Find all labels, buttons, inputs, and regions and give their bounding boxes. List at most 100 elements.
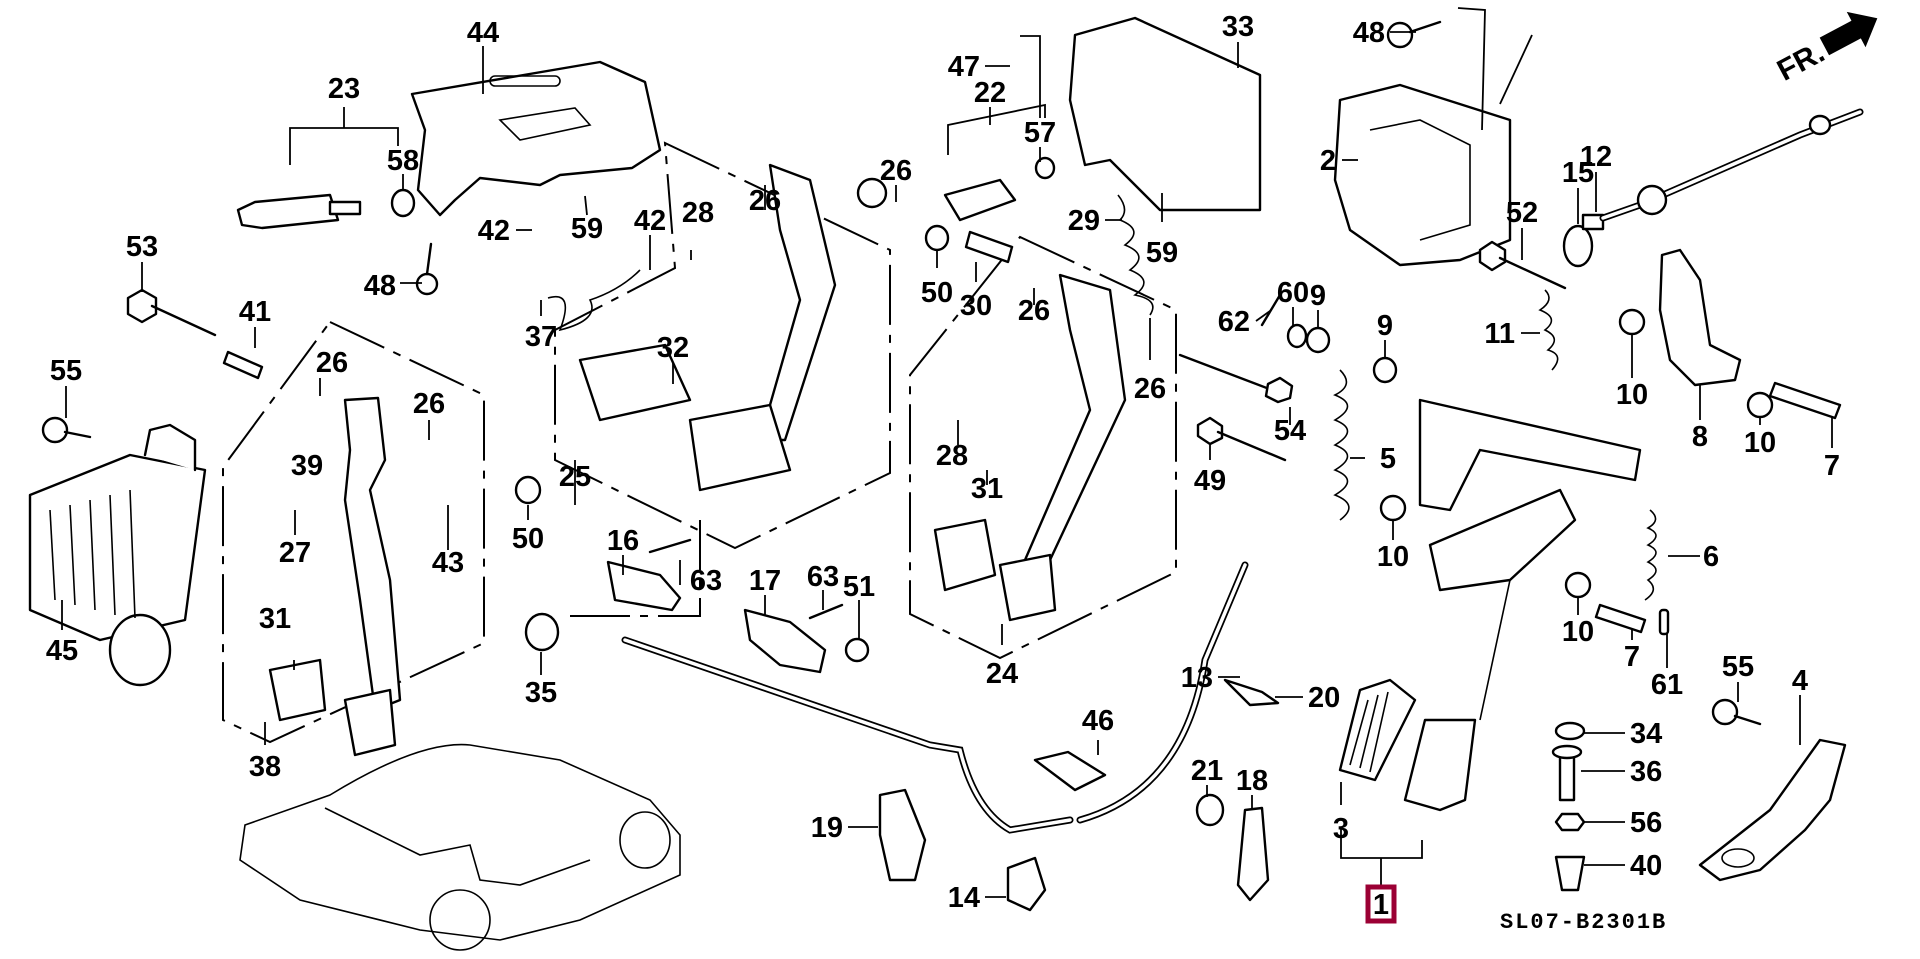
callout-15[interactable]: 15 (1562, 157, 1594, 189)
callout-26[interactable]: 26 (749, 185, 781, 217)
part-45-pad[interactable] (28, 423, 207, 687)
callout-22[interactable]: 22 (974, 77, 1006, 109)
callout-41[interactable]: 41 (239, 296, 271, 328)
callout-10[interactable]: 10 (1744, 427, 1776, 459)
callout-25[interactable]: 25 (559, 461, 591, 493)
callout-1-highlighted[interactable]: 1 (1365, 884, 1397, 924)
part-shift-cable[interactable] (621, 636, 1074, 834)
part-40-stopper[interactable] (1554, 855, 1586, 892)
part-48-bolt-left[interactable] (415, 242, 439, 296)
callout-61[interactable]: 61 (1651, 669, 1683, 701)
part-44-bracket[interactable] (410, 60, 662, 217)
callout-30[interactable]: 30 (960, 290, 992, 322)
part-24-pedal[interactable] (933, 273, 1127, 622)
part-55-bolt-left[interactable] (41, 416, 92, 444)
callout-18[interactable]: 18 (1236, 765, 1268, 797)
callout-26[interactable]: 26 (1134, 373, 1166, 405)
callout-44[interactable]: 44 (467, 17, 499, 49)
part-3-pedal-pad[interactable] (1338, 678, 1417, 782)
part-10-bushing-a[interactable] (1618, 308, 1646, 336)
callout-2[interactable]: 2 (1320, 145, 1336, 177)
callout-13[interactable]: 13 (1181, 662, 1213, 694)
callout-21[interactable]: 21 (1191, 755, 1223, 787)
callout-57[interactable]: 57 (1024, 117, 1056, 149)
part-50-collar-a[interactable] (514, 475, 542, 505)
part-21-grommet[interactable] (1195, 793, 1225, 827)
part-15-seal[interactable] (1562, 224, 1594, 268)
callout-5[interactable]: 5 (1380, 443, 1396, 475)
part-60-washer[interactable] (1286, 323, 1308, 349)
callout-40[interactable]: 40 (1630, 850, 1662, 882)
callout-46[interactable]: 46 (1082, 705, 1114, 737)
callout-47[interactable]: 47 (948, 51, 980, 83)
callout-28[interactable]: 28 (936, 440, 968, 472)
part-52-bolt[interactable] (1478, 240, 1567, 290)
callout-58[interactable]: 58 (387, 145, 419, 177)
part-55-bolt-right[interactable] (1711, 698, 1762, 726)
part-56-nut[interactable] (1554, 812, 1586, 832)
callout-59[interactable]: 59 (1146, 237, 1178, 269)
callout-23[interactable]: 23 (328, 73, 360, 105)
part-7-pin-a[interactable] (1768, 381, 1842, 420)
callout-16[interactable]: 16 (607, 525, 639, 557)
callout-43[interactable]: 43 (432, 547, 464, 579)
callout-51[interactable]: 51 (843, 571, 875, 603)
callout-45[interactable]: 45 (46, 635, 78, 667)
callout-27[interactable]: 27 (279, 537, 311, 569)
callout-26[interactable]: 26 (880, 155, 912, 187)
callout-26[interactable]: 26 (1018, 295, 1050, 327)
part-8-lever[interactable] (1658, 248, 1742, 387)
callout-4[interactable]: 4 (1792, 665, 1808, 697)
callout-10[interactable]: 10 (1616, 379, 1648, 411)
callout-62[interactable]: 62 (1218, 306, 1250, 338)
part-50-collar-b[interactable] (924, 224, 950, 252)
callout-10[interactable]: 10 (1562, 616, 1594, 648)
part-4-bracket[interactable] (1698, 738, 1847, 882)
part-20-clip[interactable] (1223, 678, 1280, 707)
part-33-bracket[interactable] (1068, 16, 1262, 212)
part-9-collar-b[interactable] (1372, 356, 1398, 384)
part-22-switch[interactable] (943, 156, 1056, 222)
part-30-sleeve[interactable] (964, 230, 1014, 264)
callout-10[interactable]: 10 (1377, 541, 1409, 573)
part-2-bracket[interactable] (1333, 83, 1512, 267)
callout-29[interactable]: 29 (1068, 205, 1100, 237)
callout-42[interactable]: 42 (478, 215, 510, 247)
callout-8[interactable]: 8 (1692, 421, 1708, 453)
part-7-pin-b[interactable] (1594, 603, 1647, 634)
callout-54[interactable]: 54 (1274, 415, 1306, 447)
part-35-cap[interactable] (524, 612, 560, 652)
part-61-pin[interactable] (1658, 608, 1670, 636)
callout-48[interactable]: 48 (364, 270, 396, 302)
part-62-pin[interactable] (1260, 293, 1282, 327)
callout-59[interactable]: 59 (571, 213, 603, 245)
callout-55[interactable]: 55 (1722, 651, 1754, 683)
part-63-bolt-a[interactable] (648, 538, 692, 554)
part-17-bracket[interactable] (743, 608, 827, 674)
part-25-brake-pedal[interactable] (578, 163, 888, 492)
callout-28[interactable]: 28 (682, 197, 714, 229)
callout-9[interactable]: 9 (1377, 310, 1393, 342)
part-41-spacer[interactable] (222, 350, 264, 380)
callout-7[interactable]: 7 (1624, 641, 1640, 673)
part-38-clutch-pedal[interactable] (268, 396, 402, 757)
part-1-accelerator-pedal[interactable] (1403, 398, 1642, 812)
callout-9[interactable]: 9 (1310, 280, 1326, 312)
callout-19[interactable]: 19 (811, 812, 843, 844)
callout-26[interactable]: 26 (316, 347, 348, 379)
part-13-cable[interactable] (1076, 561, 1249, 824)
callout-6[interactable]: 6 (1703, 541, 1719, 573)
part-34-cap[interactable] (1554, 721, 1586, 741)
callout-26[interactable]: 26 (413, 388, 445, 420)
part-54-bolt[interactable] (1178, 353, 1294, 404)
callout-53[interactable]: 53 (126, 231, 158, 263)
callout-35[interactable]: 35 (525, 677, 557, 709)
callout-36[interactable]: 36 (1630, 756, 1662, 788)
callout-50[interactable]: 50 (921, 277, 953, 309)
callout-7[interactable]: 7 (1824, 450, 1840, 482)
part-46-pad[interactable] (1033, 750, 1107, 792)
callout-11[interactable]: 11 (1484, 318, 1515, 350)
callout-37[interactable]: 37 (525, 321, 557, 353)
callout-14[interactable]: 14 (948, 882, 980, 914)
part-9-collar-a[interactable] (1305, 326, 1331, 354)
